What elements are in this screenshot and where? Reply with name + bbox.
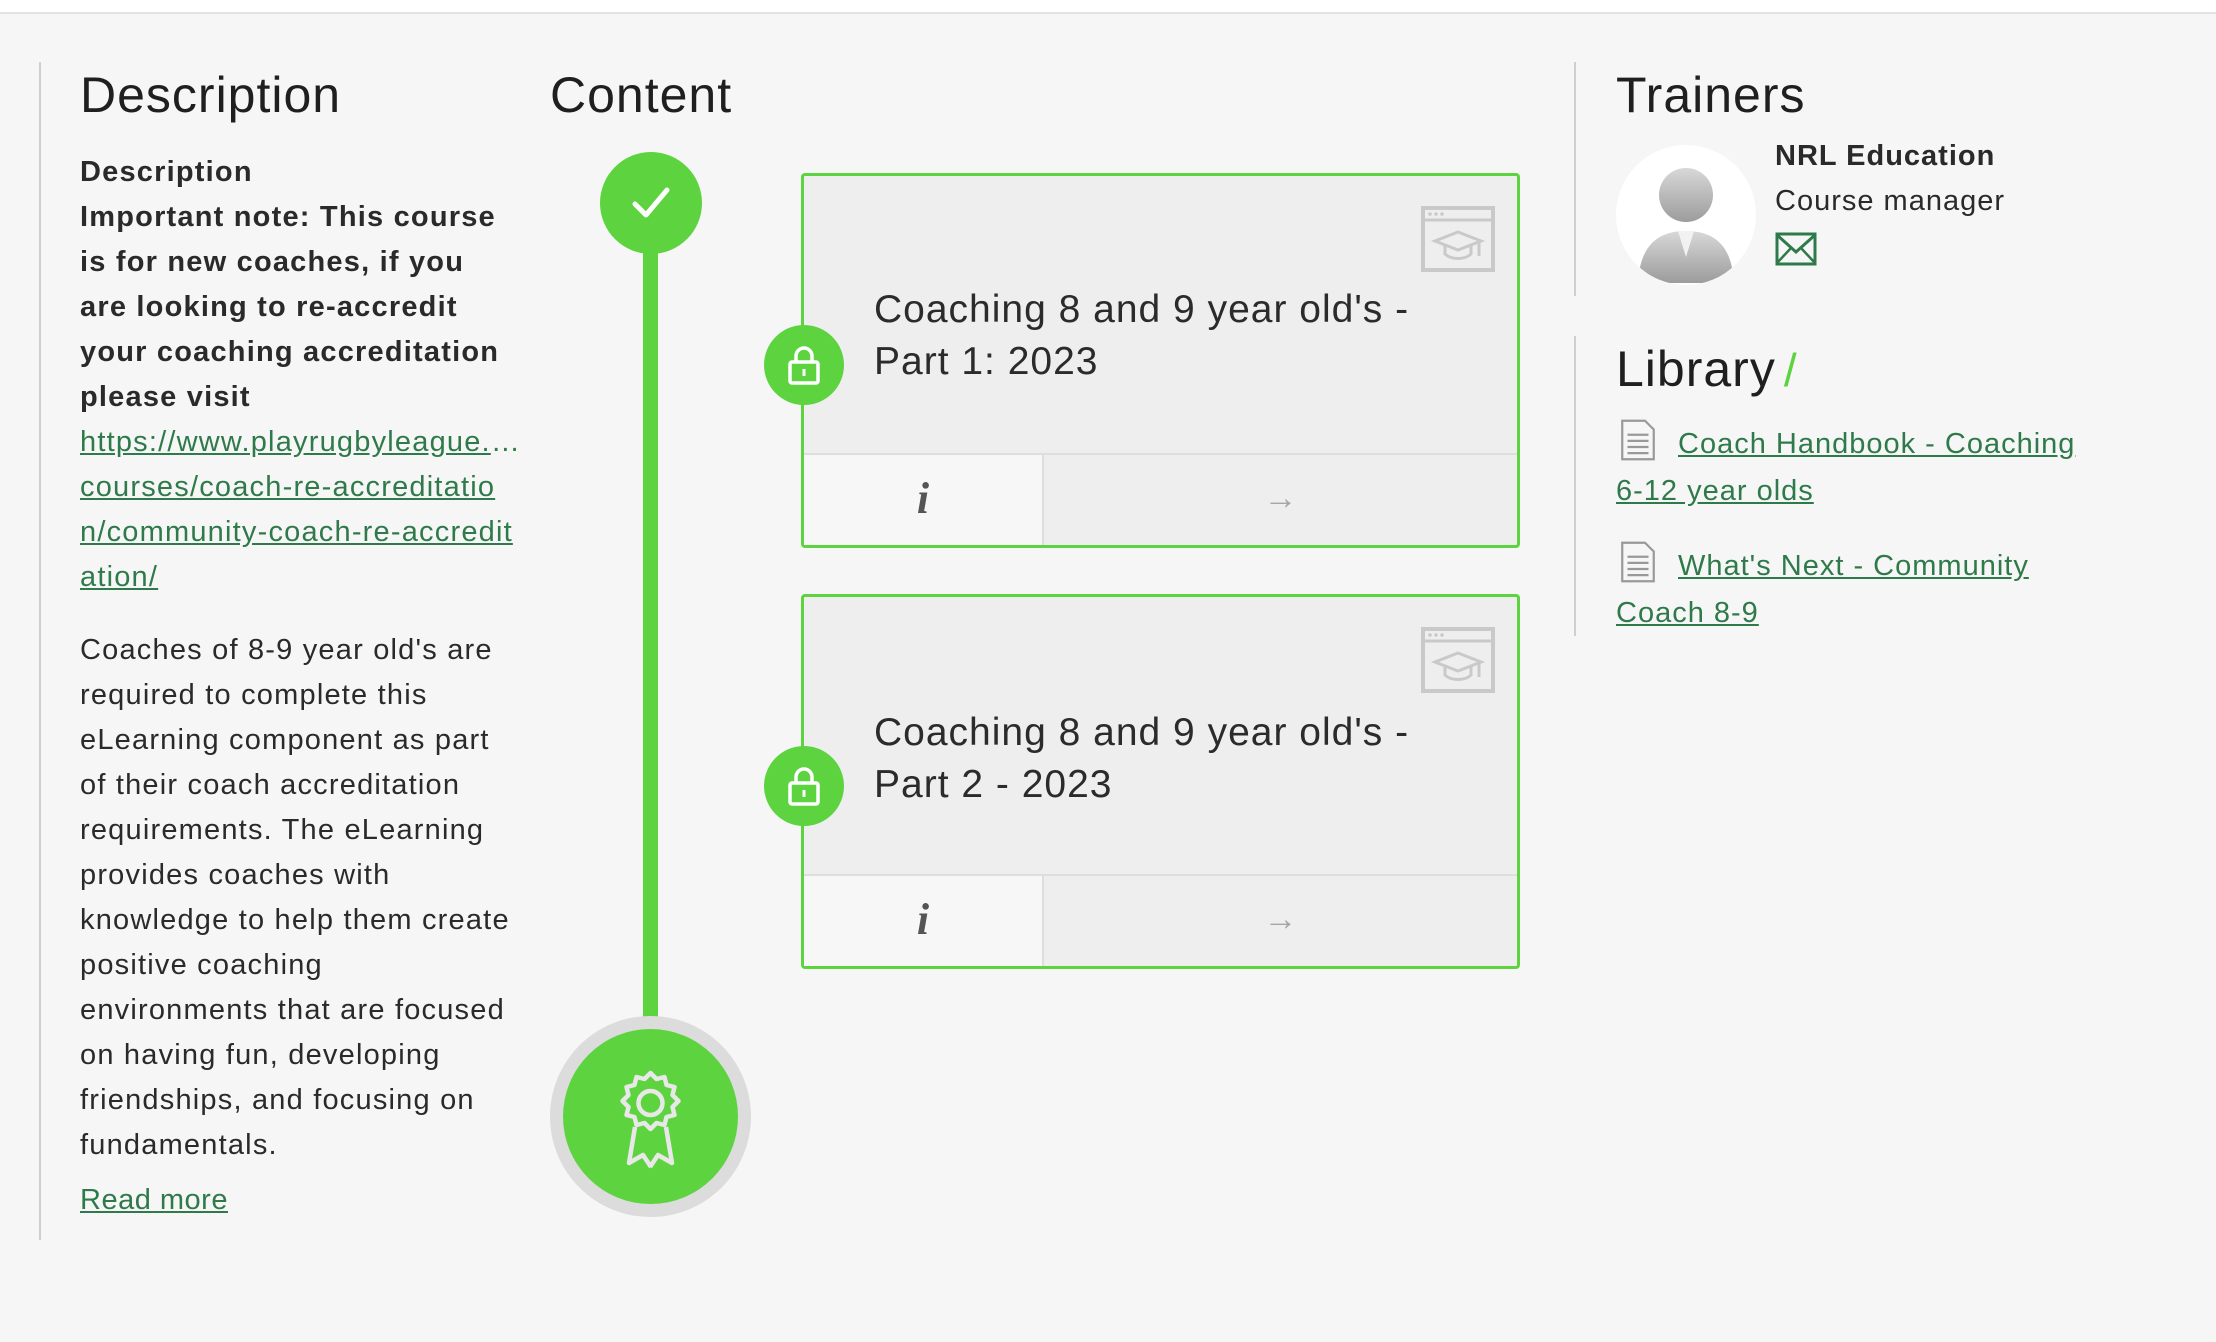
- library-slash: /: [1783, 344, 1798, 396]
- document-icon: [1621, 419, 1655, 461]
- course-card-part-1[interactable]: Coaching 8 and 9 year old's - Part 1: 20…: [801, 173, 1520, 548]
- library-item[interactable]: What's Next - Community Coach 8-9: [1616, 541, 2096, 637]
- progress-rail: [643, 250, 658, 1020]
- library-item[interactable]: Coach Handbook - Coaching 6-12 year olds: [1616, 419, 2096, 515]
- open-course-button[interactable]: →: [1263, 900, 1298, 938]
- trainers-heading: Trainers: [1616, 67, 1806, 123]
- library-divider: [1574, 336, 1576, 636]
- email-icon[interactable]: [1775, 232, 1817, 266]
- trainer-name: NRL Education: [1775, 140, 1996, 172]
- trainer-avatar: [1616, 145, 1756, 285]
- info-button[interactable]: i: [804, 455, 1044, 545]
- description-body: Description Important note: This course …: [80, 150, 520, 1168]
- description-heading: Description: [80, 67, 342, 123]
- course-card-footer: i →: [804, 453, 1517, 545]
- info-button[interactable]: i: [804, 876, 1044, 966]
- course-card-title: Coaching 8 and 9 year old's - Part 1: 20…: [874, 288, 1410, 383]
- course-card-part-2[interactable]: Coaching 8 and 9 year old's - Part 2 - 2…: [801, 594, 1520, 969]
- content-heading: Content: [550, 67, 733, 123]
- trainers-divider: [1574, 62, 1576, 296]
- lock-icon: [764, 325, 844, 405]
- re-accreditation-link-start[interactable]: https://www.playrugbyleague.com/: [80, 426, 520, 458]
- description-subheading: Description: [80, 156, 253, 188]
- library-link[interactable]: Coach Handbook - Coaching 6-12 year olds: [1616, 428, 2076, 507]
- elearning-cap-icon: [1421, 206, 1495, 272]
- document-icon: [1621, 541, 1655, 583]
- course-card-title: Coaching 8 and 9 year old's - Part 2 - 2…: [874, 711, 1410, 806]
- read-more-link[interactable]: Read more: [80, 1184, 228, 1216]
- elearning-cap-icon: [1421, 627, 1495, 693]
- lock-icon: [764, 746, 844, 826]
- top-bar: [0, 0, 2216, 14]
- library-heading: Library/: [1616, 340, 1798, 398]
- library-link[interactable]: What's Next - Community Coach 8-9: [1616, 550, 2029, 629]
- description-text: Coaches of 8-9 year old's are required t…: [80, 634, 510, 1161]
- description-divider: [39, 62, 41, 1240]
- trainer-role: Course manager: [1775, 185, 2005, 217]
- open-course-button[interactable]: →: [1263, 479, 1298, 517]
- certificate-award-icon: [563, 1029, 738, 1204]
- library-heading-text: Library: [1616, 341, 1776, 397]
- re-accreditation-link-rest[interactable]: courses/coach-re-accreditation/community…: [80, 471, 513, 593]
- completed-check-icon: [600, 152, 702, 254]
- course-card-footer: i →: [804, 874, 1517, 966]
- important-note: Important note: This course is for new c…: [80, 201, 500, 413]
